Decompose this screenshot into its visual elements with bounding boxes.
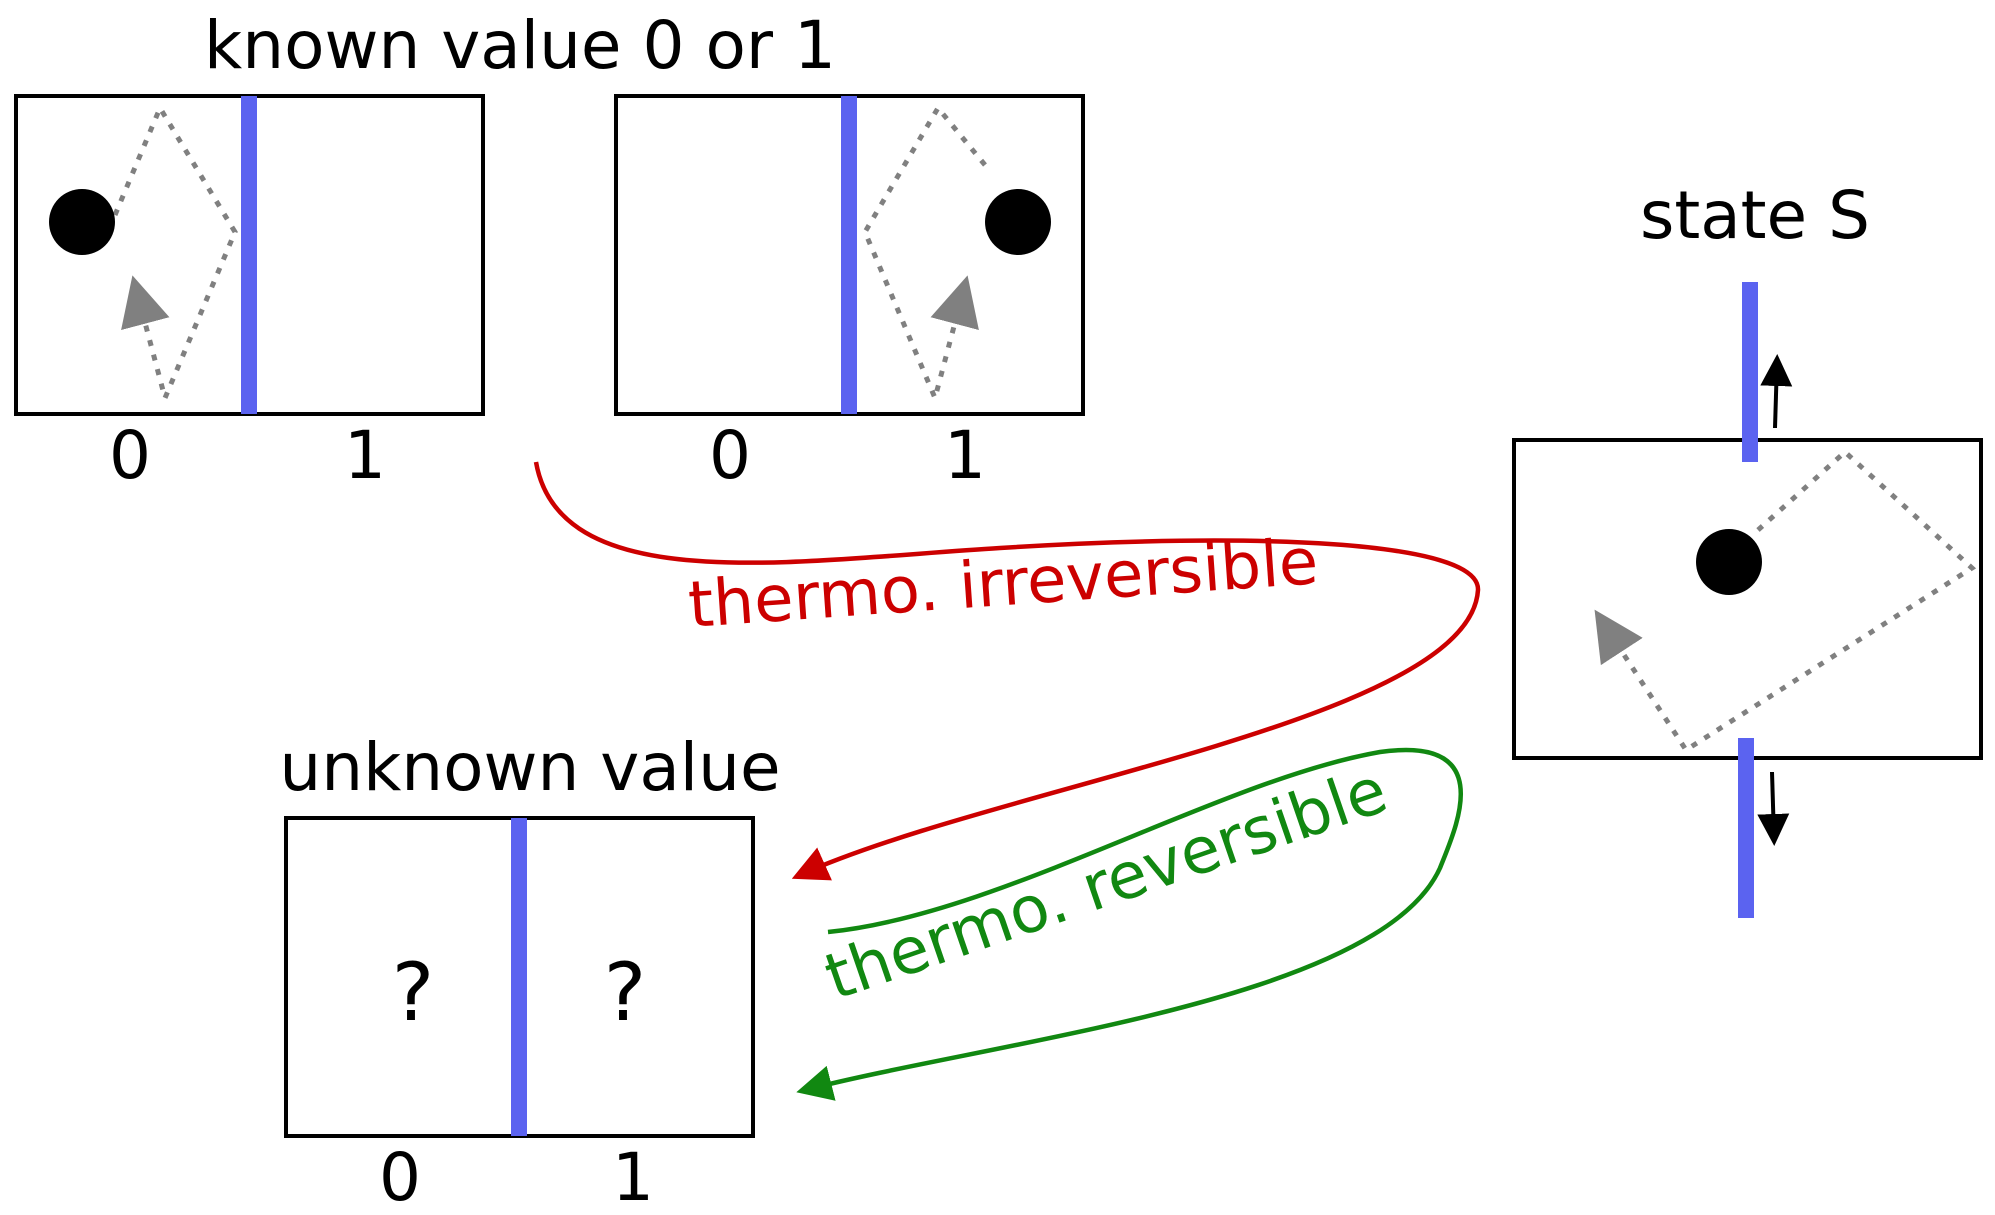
reversible-label: thermo. reversible — [816, 754, 1396, 1015]
molecule-trajectory — [112, 102, 238, 406]
state-s-group: state S — [1512, 177, 1983, 918]
label-0: 0 — [709, 417, 751, 494]
molecule — [985, 189, 1051, 255]
label-1: 1 — [944, 417, 986, 494]
unknown-mark-left: ? — [392, 946, 434, 1039]
unknown-mark-right: ? — [604, 946, 646, 1039]
label-1: 1 — [344, 417, 386, 494]
reversible-arrow — [796, 747, 1464, 1101]
irreversible-label: thermo. irreversible — [686, 525, 1321, 643]
molecule — [1696, 529, 1762, 595]
molecule — [49, 189, 115, 255]
up-arrow — [1760, 354, 1793, 429]
state-s-title: state S — [1640, 177, 1870, 254]
unknown-value-group: unknown value ? ? 0 1 — [279, 729, 780, 1215]
label-0: 0 — [379, 1139, 421, 1215]
molecule-trajectory — [1594, 448, 1977, 754]
box-frame — [1512, 438, 1983, 760]
known-box-0: 0 1 — [14, 94, 485, 494]
known-value-title: known value 0 or 1 — [204, 7, 836, 84]
molecule-trajectory — [862, 103, 987, 406]
label-0: 0 — [109, 417, 151, 494]
reversible-transition: thermo. reversible — [796, 747, 1464, 1101]
unknown-value-title: unknown value — [279, 729, 780, 806]
known-box-1: 0 1 — [614, 94, 1085, 494]
irreversible-arrow — [533, 461, 1481, 881]
label-1: 1 — [612, 1139, 654, 1215]
known-value-group: known value 0 or 1 0 1 0 1 — [14, 7, 1085, 494]
down-arrow — [1757, 771, 1790, 846]
